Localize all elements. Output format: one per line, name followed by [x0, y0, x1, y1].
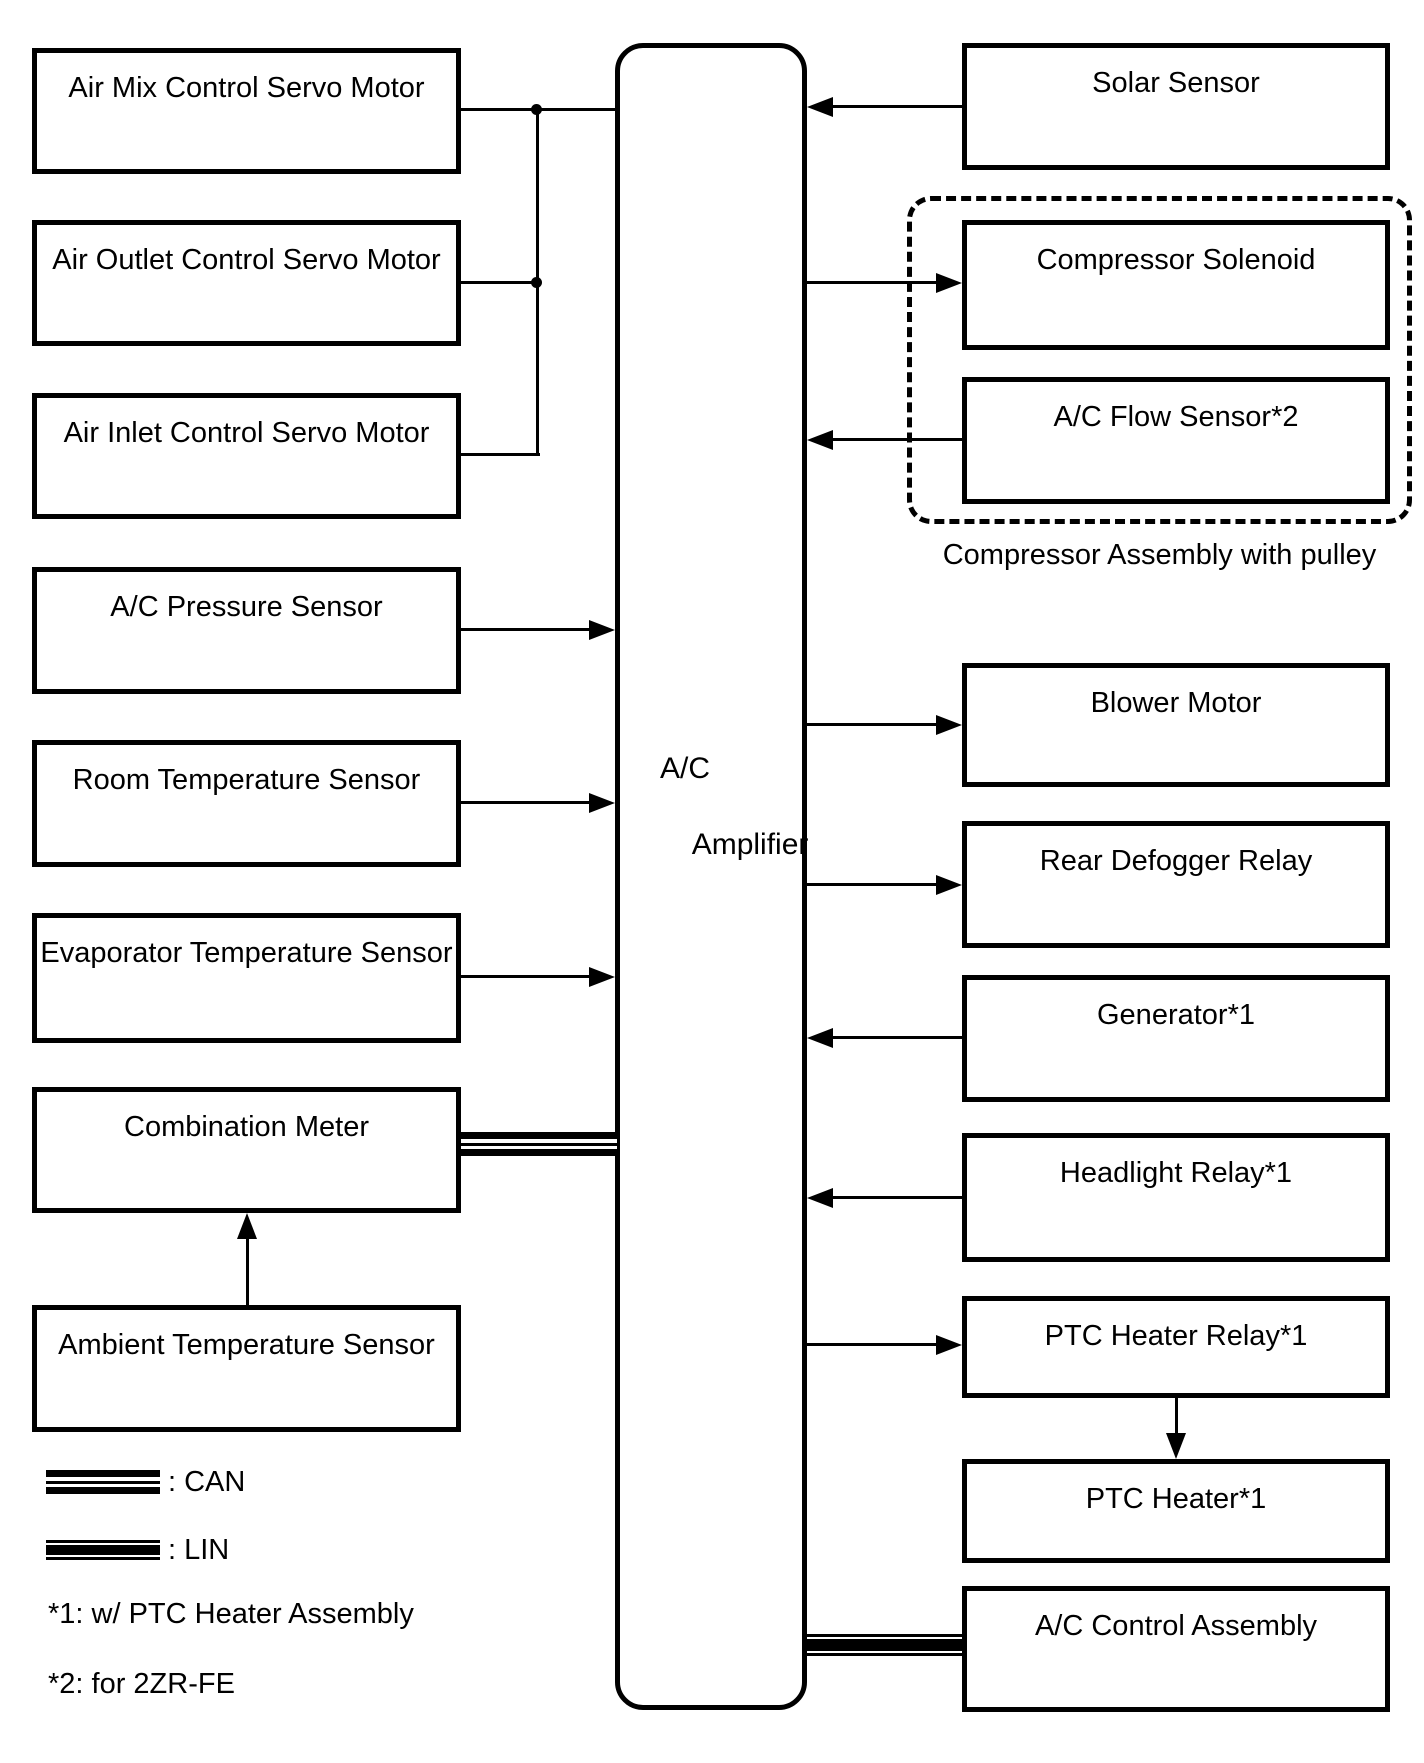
- arrowhead-left-icon: [807, 97, 833, 117]
- arrowhead-left-icon: [807, 430, 833, 450]
- node-label: Evaporator Temperature Sensor: [40, 937, 453, 969]
- connector-air-inlet-line: [461, 453, 540, 456]
- arrowhead-right-icon: [589, 967, 615, 987]
- can-legend-symbol: [46, 1470, 160, 1494]
- group-compressor-assembly-label: Compressor Assembly with pulley: [942, 539, 1377, 571]
- connector-solar-sensor-line: [833, 105, 962, 108]
- node-label: PTC Heater*1: [1085, 1483, 1267, 1515]
- node-label: Room Temperature Sensor: [72, 764, 421, 796]
- connector-blower-motor-line: [807, 723, 937, 726]
- arrowhead-right-icon: [589, 793, 615, 813]
- node-label: Ambient Temperature Sensor: [58, 1329, 435, 1361]
- node-headlight-relay: Headlight Relay*1: [962, 1133, 1390, 1262]
- can-legend-label: : CAN: [168, 1466, 246, 1498]
- junction-dot: [531, 104, 542, 115]
- footnote-2: *2: for 2ZR-FE: [48, 1668, 235, 1700]
- node-ac-control-assembly: A/C Control Assembly: [962, 1586, 1390, 1712]
- node-air-mix-control-servo-motor: Air Mix Control Servo Motor: [32, 48, 461, 174]
- node-ac-flow-sensor: A/C Flow Sensor*2: [962, 377, 1390, 504]
- node-combination-meter: Combination Meter: [32, 1087, 461, 1213]
- lin-bus-connector: [807, 1634, 962, 1656]
- junction-dot: [531, 277, 542, 288]
- node-label: Combination Meter: [124, 1111, 369, 1143]
- arrowhead-down-icon: [1166, 1433, 1186, 1459]
- node-label: A/C Pressure Sensor: [110, 591, 383, 623]
- footnote-1: *1: w/ PTC Heater Assembly: [48, 1598, 414, 1630]
- node-label: A/C Control Assembly: [1034, 1610, 1318, 1642]
- connector-generator-line: [833, 1036, 962, 1039]
- connector-room-temp-line: [461, 801, 591, 804]
- node-label: Solar Sensor: [1092, 67, 1260, 99]
- arrowhead-left-icon: [807, 1028, 833, 1048]
- arrowhead-left-icon: [807, 1188, 833, 1208]
- node-ptc-heater-relay: PTC Heater Relay*1: [962, 1296, 1390, 1398]
- connector-pressure-sensor-line: [461, 628, 591, 631]
- lin-legend-label: : LIN: [168, 1534, 230, 1566]
- arrowhead-right-icon: [589, 620, 615, 640]
- arrowhead-right-icon: [936, 1335, 962, 1355]
- connector-air-outlet-line: [461, 281, 540, 284]
- group-compressor-assembly: [907, 196, 1412, 524]
- node-generator: Generator*1: [962, 975, 1390, 1102]
- connector-ptc-heater-line: [1175, 1398, 1178, 1436]
- node-label: PTC Heater Relay*1: [1044, 1320, 1308, 1352]
- connector-ambient-temp-line: [246, 1237, 249, 1305]
- connector-compressor-solenoid-line: [807, 281, 937, 284]
- node-ac-pressure-sensor: A/C Pressure Sensor: [32, 567, 461, 694]
- node-room-temperature-sensor: Room Temperature Sensor: [32, 740, 461, 867]
- node-label: A/C Flow Sensor*2: [1053, 401, 1299, 433]
- node-label: Compressor Solenoid: [1036, 244, 1316, 276]
- connector-headlight-relay-line: [833, 1196, 962, 1199]
- node-blower-motor: Blower Motor: [962, 663, 1390, 787]
- node-label: Headlight Relay*1: [1059, 1157, 1293, 1189]
- node-air-inlet-control-servo-motor: Air Inlet Control Servo Motor: [32, 393, 461, 519]
- node-compressor-solenoid: Compressor Solenoid: [962, 220, 1390, 350]
- node-ambient-temperature-sensor: Ambient Temperature Sensor: [32, 1305, 461, 1432]
- arrowhead-up-icon: [237, 1213, 257, 1239]
- node-label: Air Outlet Control Servo Motor: [52, 244, 441, 276]
- node-solar-sensor: Solar Sensor: [962, 43, 1390, 170]
- connector-flow-sensor-line: [833, 438, 962, 441]
- node-ptc-heater: PTC Heater*1: [962, 1459, 1390, 1563]
- node-rear-defogger-relay: Rear Defogger Relay: [962, 821, 1390, 948]
- node-label: Rear Defogger Relay: [1039, 845, 1313, 877]
- node-label: Generator*1: [1097, 999, 1255, 1031]
- connector-rear-defogger-line: [807, 883, 937, 886]
- node-air-outlet-control-servo-motor: Air Outlet Control Servo Motor: [32, 220, 461, 346]
- node-ac-amplifier: [615, 43, 807, 1710]
- arrowhead-right-icon: [936, 273, 962, 293]
- ac-amplifier-label: A/C Amplifier: [660, 752, 809, 861]
- node-label: Air Inlet Control Servo Motor: [63, 417, 430, 449]
- lin-legend-symbol: [46, 1540, 160, 1560]
- arrowhead-right-icon: [936, 715, 962, 735]
- connector-ptc-heater-relay-line: [807, 1343, 937, 1346]
- node-label: Air Mix Control Servo Motor: [68, 72, 425, 104]
- node-evaporator-temperature-sensor: Evaporator Temperature Sensor: [32, 913, 461, 1043]
- node-label: Blower Motor: [1090, 687, 1262, 719]
- connector-evaporator-temp-line: [461, 975, 591, 978]
- arrowhead-right-icon: [936, 875, 962, 895]
- can-bus-connector: [461, 1132, 617, 1156]
